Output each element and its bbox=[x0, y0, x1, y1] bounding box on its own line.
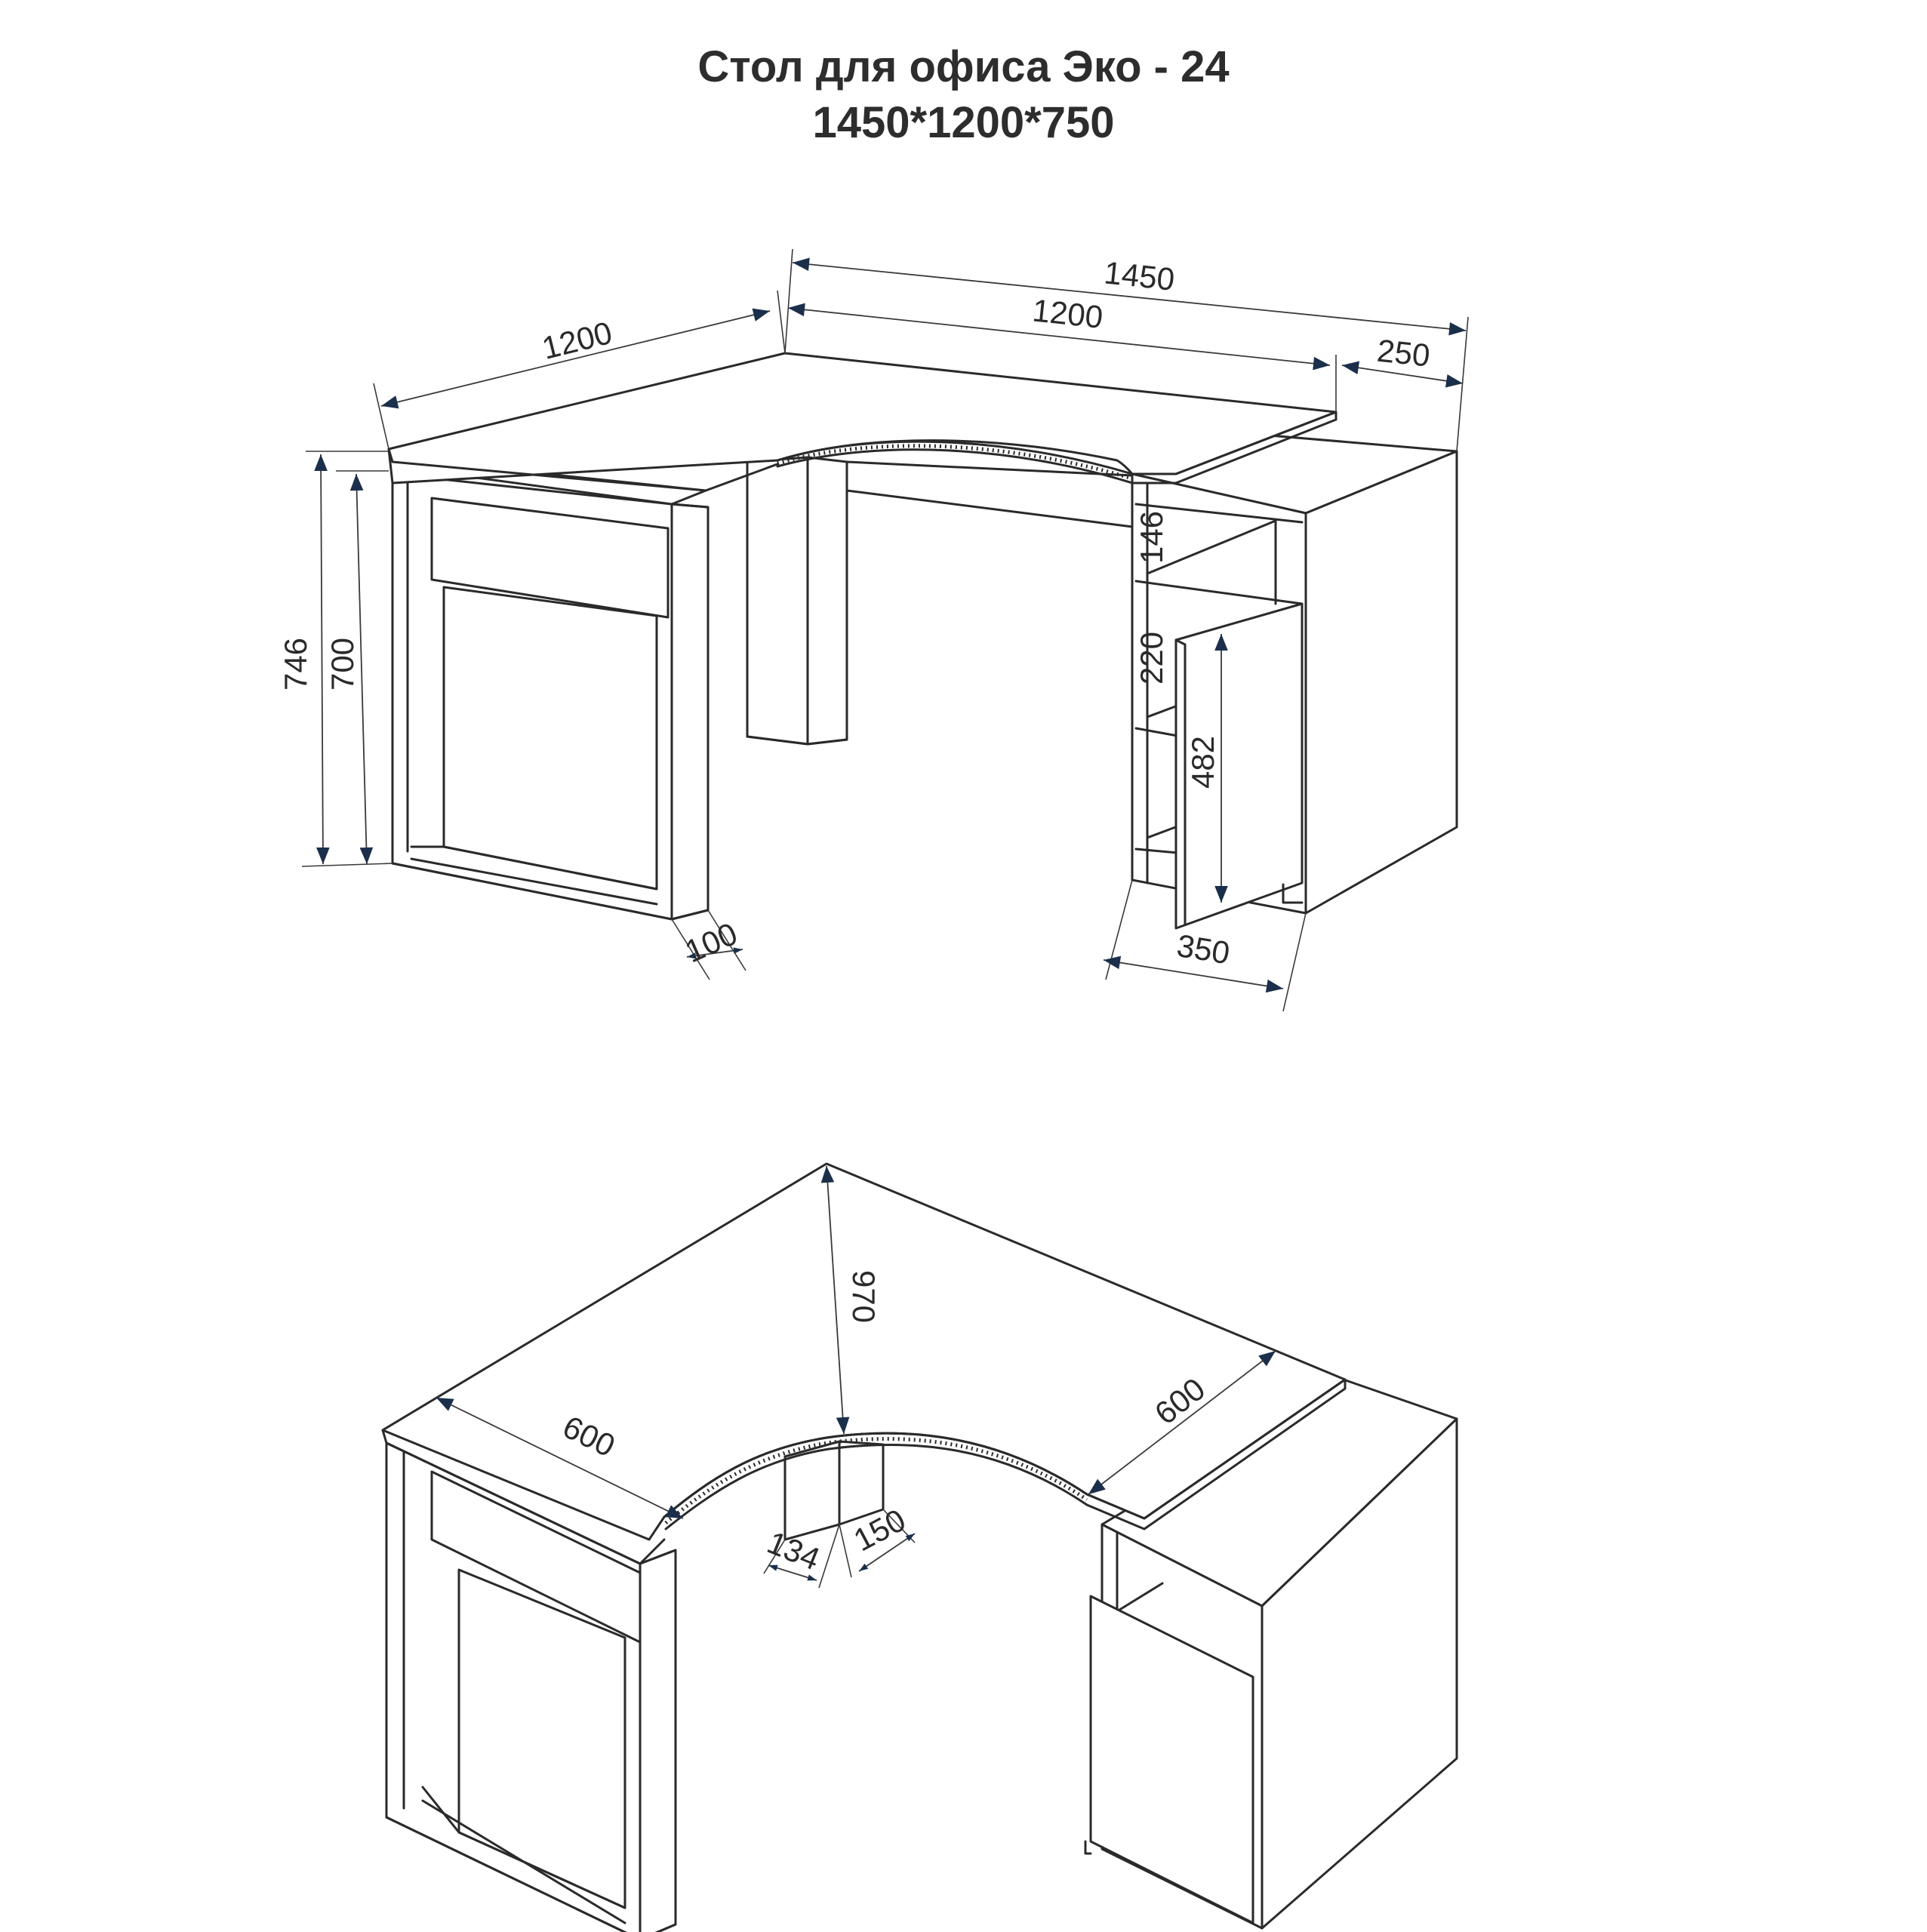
drawing-title: Стол для офиса Эко - 24 1450*1200*750 bbox=[0, 39, 1927, 151]
desk-view-lower: 970 600 600 134 150 bbox=[381, 1162, 1458, 1932]
desk-view-upper: 1200 1450 1200 250 746 700 100 bbox=[278, 248, 1469, 1012]
dim-height-700: 700 bbox=[325, 638, 360, 691]
dim-right-width-1200: 1200 bbox=[1031, 292, 1105, 335]
dim-leg-thickness-100: 100 bbox=[680, 915, 743, 969]
left-pedestal bbox=[391, 460, 710, 921]
dim-height-746: 746 bbox=[278, 638, 313, 691]
dim-depth-350: 350 bbox=[1174, 928, 1233, 971]
dim-overall-1450: 1450 bbox=[1103, 254, 1177, 297]
dim-niche-220: 220 bbox=[1134, 632, 1169, 685]
desktop-top bbox=[387, 352, 1338, 492]
title-dimensions: 1450*1200*750 bbox=[812, 98, 1115, 147]
dim-corner-depth-970: 970 bbox=[846, 1270, 882, 1323]
right-cabinet-lower bbox=[1084, 1378, 1458, 1930]
dim-left-width-1200: 1200 bbox=[538, 315, 615, 366]
middle-support bbox=[746, 456, 848, 746]
dim-door-482: 482 bbox=[1185, 736, 1221, 789]
title-product-name: Стол для офиса Эко - 24 bbox=[697, 42, 1230, 91]
right-cabinet bbox=[1131, 429, 1458, 930]
dimension-lines-upper: 1200 1450 1200 250 746 700 100 bbox=[278, 248, 1469, 1012]
dim-extension-250: 250 bbox=[1375, 333, 1432, 374]
dim-shelf-146: 146 bbox=[1134, 511, 1169, 564]
